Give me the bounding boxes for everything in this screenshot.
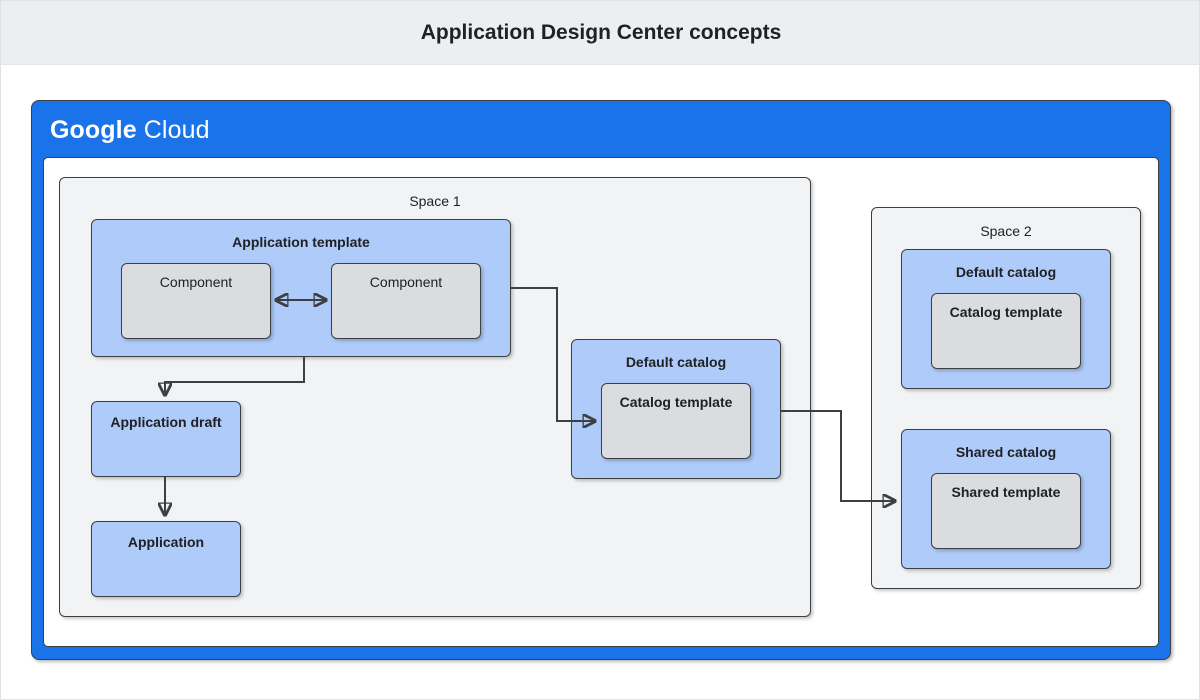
google-cloud-logo-cloud: Cloud [143, 116, 210, 144]
application-draft-label: Application draft [110, 414, 222, 430]
component-label-2: Component [369, 274, 443, 290]
shared-catalog-title: Shared catalog [955, 444, 1057, 460]
default-catalog-title-space-2: Default catalog [955, 264, 1057, 280]
component-box-2[interactable]: Component [331, 263, 481, 339]
google-cloud-logo-google: Google [50, 116, 137, 144]
catalog-template-box-space-2[interactable]: Catalog template [931, 293, 1081, 369]
application-draft-box[interactable]: Application draft [91, 401, 241, 477]
shared-template-box[interactable]: Shared template [931, 473, 1081, 549]
application-box[interactable]: Application [91, 521, 241, 597]
catalog-template-label-space-1: Catalog template [619, 394, 733, 410]
space-2-label: Space 2 [980, 223, 1032, 239]
application-template-title: Application template [232, 234, 370, 250]
title-band: Application Design Center concepts [1, 1, 1199, 65]
application-label: Application [127, 534, 205, 550]
shared-template-label: Shared template [951, 484, 1061, 500]
catalog-template-box-space-1[interactable]: Catalog template [601, 383, 751, 459]
component-label-1: Component [159, 274, 233, 290]
page-title: Application Design Center concepts [420, 21, 782, 44]
space-1-label: Space 1 [409, 193, 461, 209]
google-cloud-logo: Google Cloud [50, 116, 210, 145]
default-catalog-title-space-1: Default catalog [625, 354, 727, 370]
catalog-template-label-space-2: Catalog template [949, 304, 1063, 320]
component-box-1[interactable]: Component [121, 263, 271, 339]
